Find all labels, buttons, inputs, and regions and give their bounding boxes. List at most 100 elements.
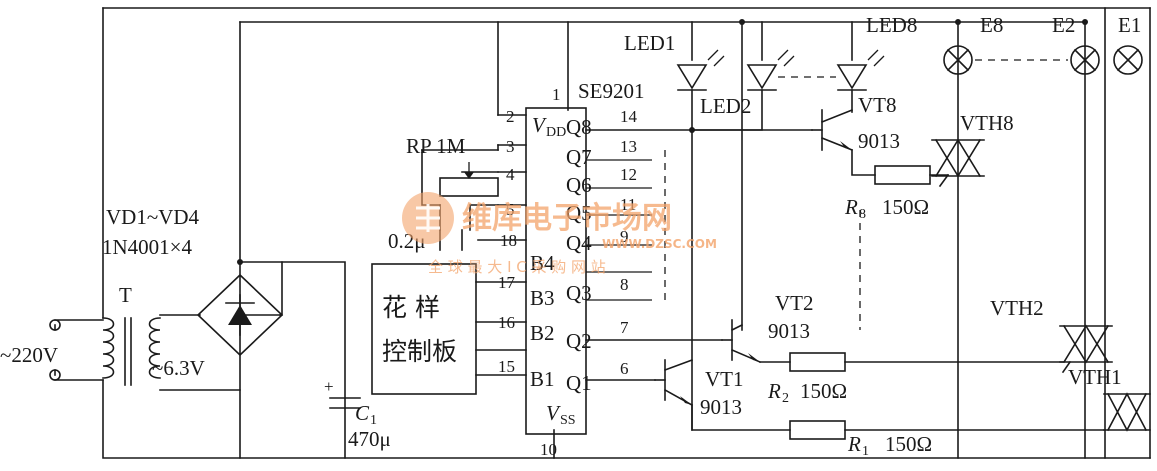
ic-in-b4: B4 [530,251,555,275]
pin-5: 5 [506,200,515,219]
ic-vss-sub: SS [560,413,576,428]
e1-label: E1 [1118,13,1141,37]
pin-7: 7 [620,318,629,337]
r8-sub: 8 [859,207,866,222]
watermark-sub: 全 球 最 大 I C 采 购 网 站 [428,258,606,276]
pin-1: 1 [552,85,561,104]
ic-vdd: V [532,113,547,137]
lamp-e2: E2 [1052,13,1100,75]
ic-name: SE9201 [578,79,645,103]
vt2-label: VT2 [775,291,814,315]
pin-4: 4 [506,165,515,184]
led2: LED2 [700,49,795,118]
ic-se9201: SE9201 V DD V SS Q8 Q7 Q6 Q5 Q4 Q3 Q2 Q1… [498,79,645,459]
vt8-label: VT8 [858,93,897,117]
ic-in-b1: B1 [530,367,555,391]
resistor-r8: R 8 150Ω [844,165,931,222]
pin-8: 8 [620,275,629,294]
c1-name: C [355,401,370,425]
led1-label: LED1 [624,31,675,55]
r2-sub: 2 [782,391,789,406]
ic-out-q3: Q3 [566,281,592,305]
e8-label: E8 [980,13,1003,37]
rp-body [439,177,499,197]
ic-out-q2: Q2 [566,329,592,353]
board-label-2: 控制板 [382,337,457,366]
board-body [371,263,477,395]
pin-15: 15 [498,357,515,376]
ic-out-q6: Q6 [566,173,592,197]
ic-vdd-sub: DD [546,125,566,140]
r8-value: 150Ω [882,195,929,219]
r1-sub: 1 [862,444,869,459]
led1: LED1 [624,31,725,91]
pin-17: 17 [498,273,516,292]
vt8-part: 9013 [858,129,900,153]
lamp-e8: E8 [943,13,1003,75]
pin-11: 11 [620,195,636,214]
ic-vss: V [546,401,561,425]
watermark-url: WWW.DZSC.COM [602,237,717,251]
bridge-rectifier: VD1~VD4 1N4001×4 [102,205,284,357]
watermark-main: 维库电子市场网 [462,201,672,236]
vt1-label: VT1 [705,367,744,391]
vt2-part: 9013 [768,319,810,343]
ic-in-b2: B2 [530,321,555,345]
r1-name: R [847,432,861,456]
ic-out-q1: Q1 [566,371,592,395]
pin-9: 9 [620,227,629,246]
transistor-vt2: VT2 9013 [721,291,814,364]
triac-vth1: VTH1 [1068,365,1151,432]
pin-16: 16 [498,313,515,332]
potentiometer-rp: RP 1M [406,134,499,197]
primary-coil [102,317,115,379]
pin-6: 6 [620,359,629,378]
r2-value: 150Ω [800,379,847,403]
vth1-label: VTH1 [1068,365,1122,389]
mains-label: ~220V [0,343,58,367]
pin-14: 14 [620,107,638,126]
r1-value: 150Ω [885,432,932,456]
pin-3: 3 [506,137,515,156]
vth8-label: VTH8 [960,111,1014,135]
r8-name: R [844,195,858,219]
ic-out-q4: Q4 [566,231,592,255]
ic-out-q5: Q5 [566,201,592,225]
resistor-r2: R 2 150Ω [767,352,847,406]
watermark: 维库电子市场网 WWW.DZSC.COM 全 球 最 大 I C 采 购 网 站 [402,192,717,276]
lamp-e1: E1 [1113,13,1143,75]
pin-2: 2 [506,107,515,126]
vt1-part: 9013 [700,395,742,419]
c1-plus: + [324,377,334,396]
junctions [237,19,1088,265]
e2-label: E2 [1052,13,1075,37]
vth2-label: VTH2 [990,296,1044,320]
resistor-r1: R 1 150Ω [789,420,932,459]
transformer-t: T ~220V ~6.3V [0,283,205,386]
led8-label: LED8 [866,13,917,37]
c1-value: 470μ [348,427,391,451]
rp-label: RP 1M [406,134,466,158]
secondary-coil [148,317,161,379]
mains-terminal-top [49,319,61,331]
secondary-label: ~6.3V [152,356,205,380]
pin-10: 10 [540,440,557,459]
triac-vth2: VTH2 [990,296,1113,374]
led2-label: LED2 [700,94,751,118]
triac-vth8: VTH8 [931,111,1014,188]
led8: LED8 [836,13,917,91]
ic-body [525,107,587,435]
transformer-label: T [119,283,132,307]
bridge-diamond [196,273,284,357]
board-label-1: 花 样 [382,293,440,322]
transistor-vt1: VT1 9013 [654,358,744,419]
capacitor-c1: + C 1 470μ [324,377,391,451]
pattern-control-board: 花 样 控制板 [371,263,477,395]
pin-12: 12 [620,165,637,184]
wires [54,7,1151,459]
rp-wiper-arrow [464,172,474,179]
mains-terminal-bottom [49,369,61,381]
rectifier-part: 1N4001×4 [102,235,193,259]
ic-in-b3: B3 [530,286,555,310]
